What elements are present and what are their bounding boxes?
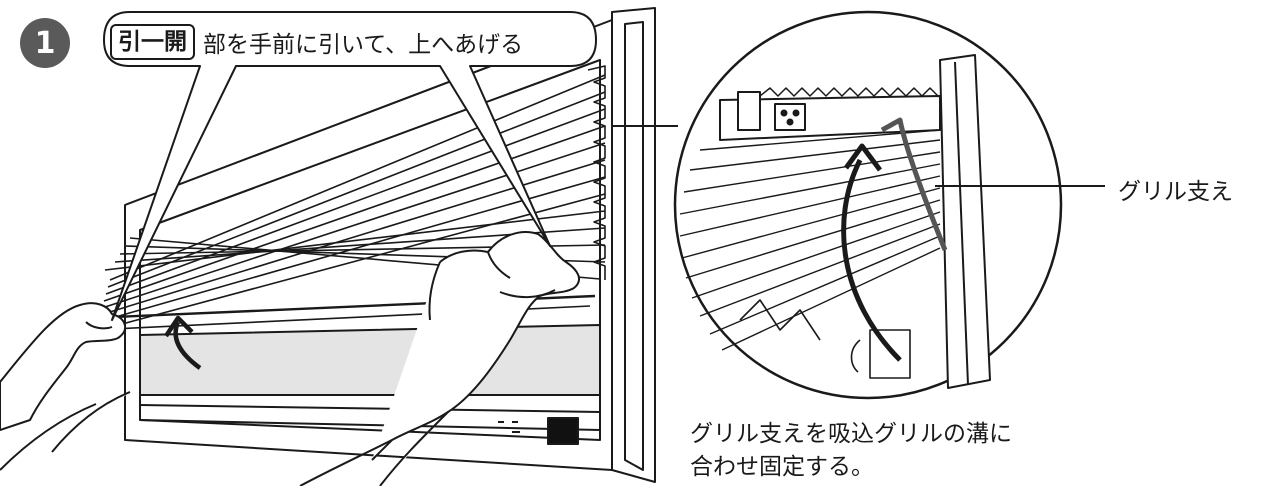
pull-open-key-label: 引一開 xyxy=(110,24,195,60)
step-number-badge: 1 xyxy=(20,18,70,68)
zoom-detail xyxy=(673,10,1063,400)
callout-text: 引一開 部を手前に引いて、上へあげる xyxy=(110,24,523,60)
left-hand xyxy=(0,302,131,471)
callout-instruction: 部を手前に引いて、上へあげる xyxy=(203,32,524,58)
right-hand xyxy=(299,231,581,486)
grille-slats xyxy=(91,74,606,331)
callout-bubble xyxy=(103,11,597,321)
grille-edge-teeth xyxy=(587,65,606,280)
grill-support-label: グリル支え xyxy=(1118,179,1233,205)
fix-caption: グリル支えを吸込グリルの溝に 合わせ固定する。 xyxy=(690,418,1120,484)
caption-line-1: グリル支えを吸込グリルの溝に xyxy=(690,421,1012,447)
lift-arrow-left xyxy=(164,315,202,370)
caption-line-2: 合わせ固定する。 xyxy=(690,454,874,480)
